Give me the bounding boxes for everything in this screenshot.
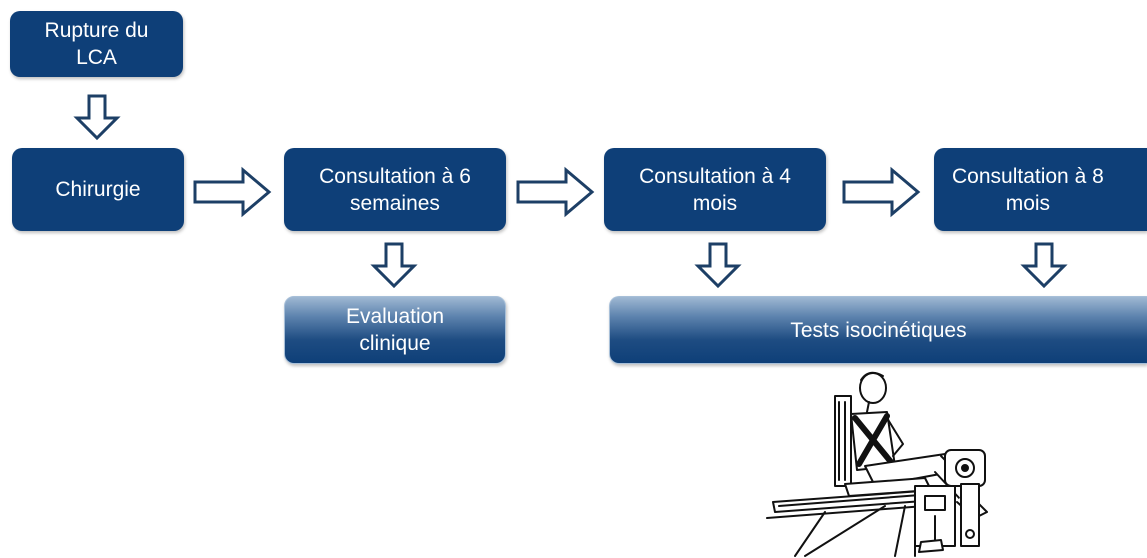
box-tests-isocinetiques: Tests isocinétiques bbox=[609, 296, 1147, 364]
arrow-down-icon bbox=[73, 94, 121, 141]
arrow-down-icon bbox=[694, 242, 742, 289]
box-consultation-8-mois: Consultation à 8 mois bbox=[934, 148, 1147, 231]
box-consultation-4-mois: Consultation à 4 mois bbox=[604, 148, 826, 231]
arrow-right-icon bbox=[193, 166, 272, 218]
box-chirurgie: Chirurgie bbox=[12, 148, 184, 231]
box-rupture-lca: Rupture du LCA bbox=[10, 11, 183, 77]
box-evaluation-clinique: Evaluation clinique bbox=[284, 296, 506, 364]
arrow-right-icon bbox=[842, 166, 921, 218]
isokinetic-dynamometer-illustration bbox=[766, 371, 988, 557]
arrow-down-icon bbox=[1020, 242, 1068, 289]
arrow-down-icon bbox=[370, 242, 418, 289]
box-consultation-6-semaines: Consultation à 6 semaines bbox=[284, 148, 506, 231]
arrow-right-icon bbox=[516, 166, 595, 218]
